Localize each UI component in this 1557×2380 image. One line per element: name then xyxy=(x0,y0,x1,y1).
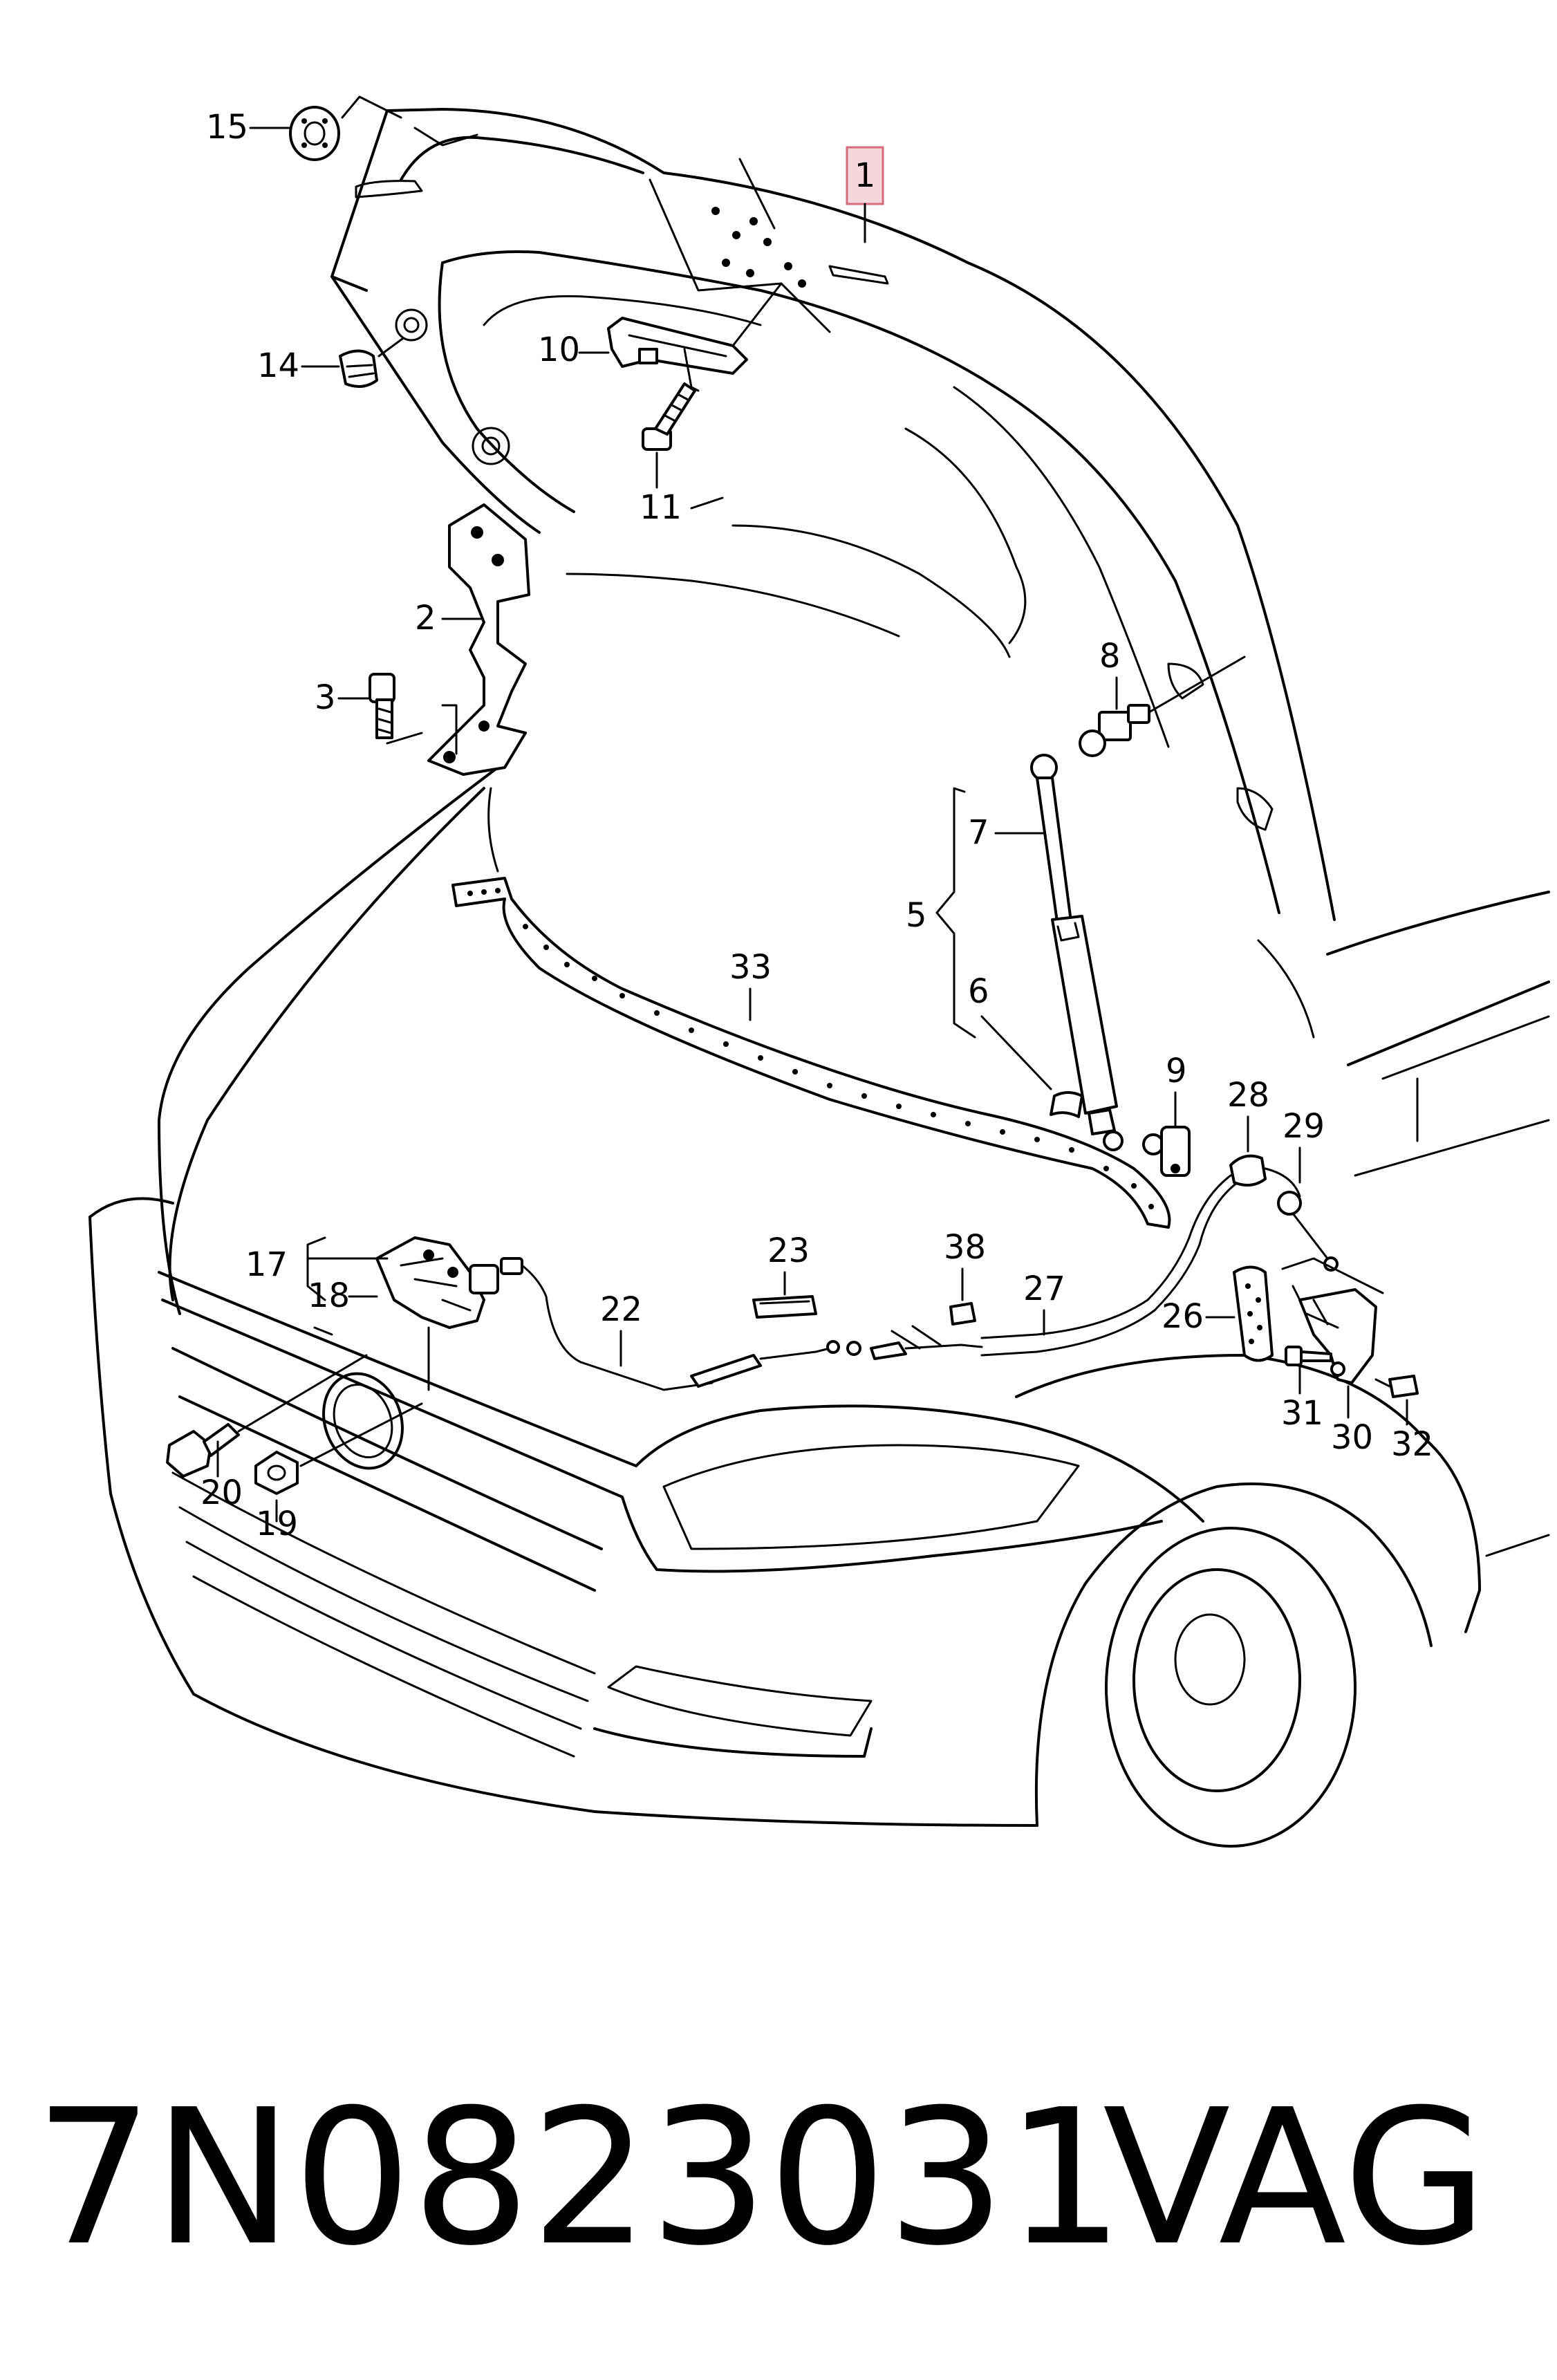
label-28: 28 xyxy=(1227,1076,1269,1115)
label-9: 9 xyxy=(1166,1052,1187,1090)
label-31: 31 xyxy=(1281,1394,1323,1433)
striker-latch-10 xyxy=(607,317,748,392)
clip-38 xyxy=(949,1302,976,1326)
label-1: 1 xyxy=(855,156,876,195)
bolt-11 xyxy=(642,382,696,451)
label-29: 29 xyxy=(1283,1107,1325,1146)
rubber-buffer-14 xyxy=(339,349,378,388)
label-14: 14 xyxy=(257,346,299,385)
bolt-3 xyxy=(369,673,395,739)
label-15: 15 xyxy=(206,108,248,147)
label-18: 18 xyxy=(308,1276,350,1315)
bolt-20 xyxy=(166,1423,240,1478)
label-22: 22 xyxy=(600,1290,642,1329)
footer: 7N0823031 VAG xyxy=(35,2074,1521,2282)
label-17: 17 xyxy=(245,1245,288,1284)
part-number: 7N0823031 xyxy=(35,2069,1125,2287)
label-38: 38 xyxy=(944,1228,986,1267)
label-20: 20 xyxy=(201,1473,243,1512)
hood-lock-17 xyxy=(375,1236,714,1391)
label-27: 27 xyxy=(1023,1270,1065,1308)
grommet-28 xyxy=(1229,1154,1301,1198)
ball-stud-9 xyxy=(1142,1126,1191,1177)
label-5: 5 xyxy=(906,896,927,935)
handle-bracket-30 xyxy=(1298,1288,1377,1384)
car-body-outline xyxy=(88,766,1550,1848)
ball-stud-8 xyxy=(1079,656,1246,757)
holder-23 xyxy=(752,1295,817,1319)
cable-end-29 xyxy=(1277,1191,1339,1272)
release-cable-22 xyxy=(690,1340,840,1388)
label-7: 7 xyxy=(968,813,989,852)
release-handle-26 xyxy=(1233,1265,1274,1362)
label-8: 8 xyxy=(1099,637,1121,676)
label-33: 33 xyxy=(729,948,772,987)
part-1-callout: 1 xyxy=(846,146,884,243)
seal-strip-33 xyxy=(451,877,1171,1229)
label-26: 26 xyxy=(1162,1297,1204,1336)
label-2: 2 xyxy=(415,599,436,638)
label-11: 11 xyxy=(640,488,682,527)
label-23: 23 xyxy=(767,1231,810,1270)
clip-6 xyxy=(1050,1091,1083,1118)
brand-name: VAG xyxy=(1103,2069,1488,2287)
nut-19 xyxy=(254,1451,299,1495)
hinge-bracket xyxy=(427,503,530,776)
label-30: 30 xyxy=(1331,1418,1373,1457)
label-32: 32 xyxy=(1391,1425,1433,1464)
bump-stop-15 xyxy=(289,106,340,161)
clip-32 xyxy=(1374,1375,1419,1398)
label-10: 10 xyxy=(538,331,580,369)
label-6: 6 xyxy=(968,972,989,1011)
screw-31 xyxy=(1285,1346,1332,1366)
release-cable-27 xyxy=(846,1174,1239,1360)
label-3: 3 xyxy=(315,678,336,717)
hood-panel xyxy=(330,108,1336,921)
gas-strut-7 xyxy=(1030,754,1124,1151)
